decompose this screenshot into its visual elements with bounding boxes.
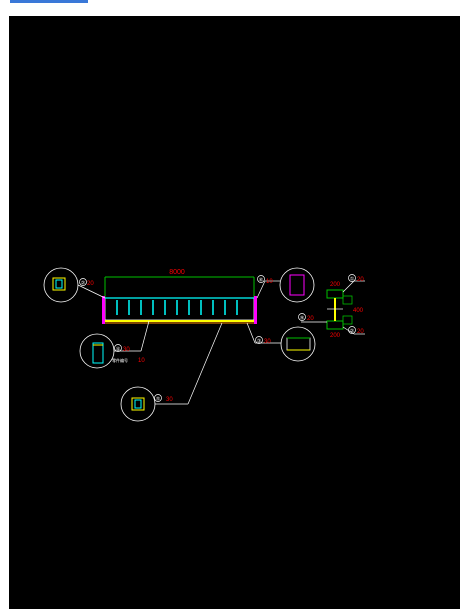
cad-drawing: 8000 [43,267,365,422]
section-top-flange [326,289,344,299]
section-top-width: 200 [330,282,341,288]
detail-bubble-top-left: ② 20 [43,267,106,303]
top-link-bar[interactable] [10,0,88,3]
callout-number: ⑨ [300,316,305,322]
beam-length-label: 8000 [169,269,185,276]
callout-value: 30 [264,339,271,345]
section-bottom-width: 200 [330,333,341,339]
callout-value: 10 [266,279,273,285]
callout-number: ⑤ [156,397,161,403]
side-note-prefix: 零件编号 [112,357,128,363]
callout-number: ② [350,329,355,335]
section-height: 400 [353,308,364,314]
end-plate-left [102,296,105,324]
callout-number: ② [81,281,86,287]
beam-cross-section: 200 400 200 ① 20 ⑨ 20 ② 20 [298,274,365,339]
callout-number: ⑥ [259,278,264,284]
detail-bubble-top-right: ⑥ 10 [256,267,315,303]
end-plate-right [254,296,257,324]
callout-value: 30 [166,397,173,403]
callout-number: ④ [116,347,121,353]
callout-value: 20 [307,316,314,322]
detail-bubble-middle-left: ④ 30 零件编号 10 [79,320,150,369]
side-note-value: 10 [138,358,145,364]
cad-drawing-canvas: 8000 [9,16,460,609]
callout-value: 20 [357,277,364,283]
beam-outline [104,297,255,321]
callout-number: ① [350,277,355,283]
detail-bubble-bottom: ⑤ 30 [120,322,223,422]
section-bottom-flange [326,320,344,330]
detail-bubble-middle-right: ③ 30 [246,322,316,362]
callout-value: 20 [357,329,364,335]
stiffeners [116,300,238,315]
callout-number: ③ [257,339,262,345]
callout-value: 30 [123,347,130,353]
beam-elevation: 8000 [102,269,257,324]
callout-value: 20 [87,281,94,287]
